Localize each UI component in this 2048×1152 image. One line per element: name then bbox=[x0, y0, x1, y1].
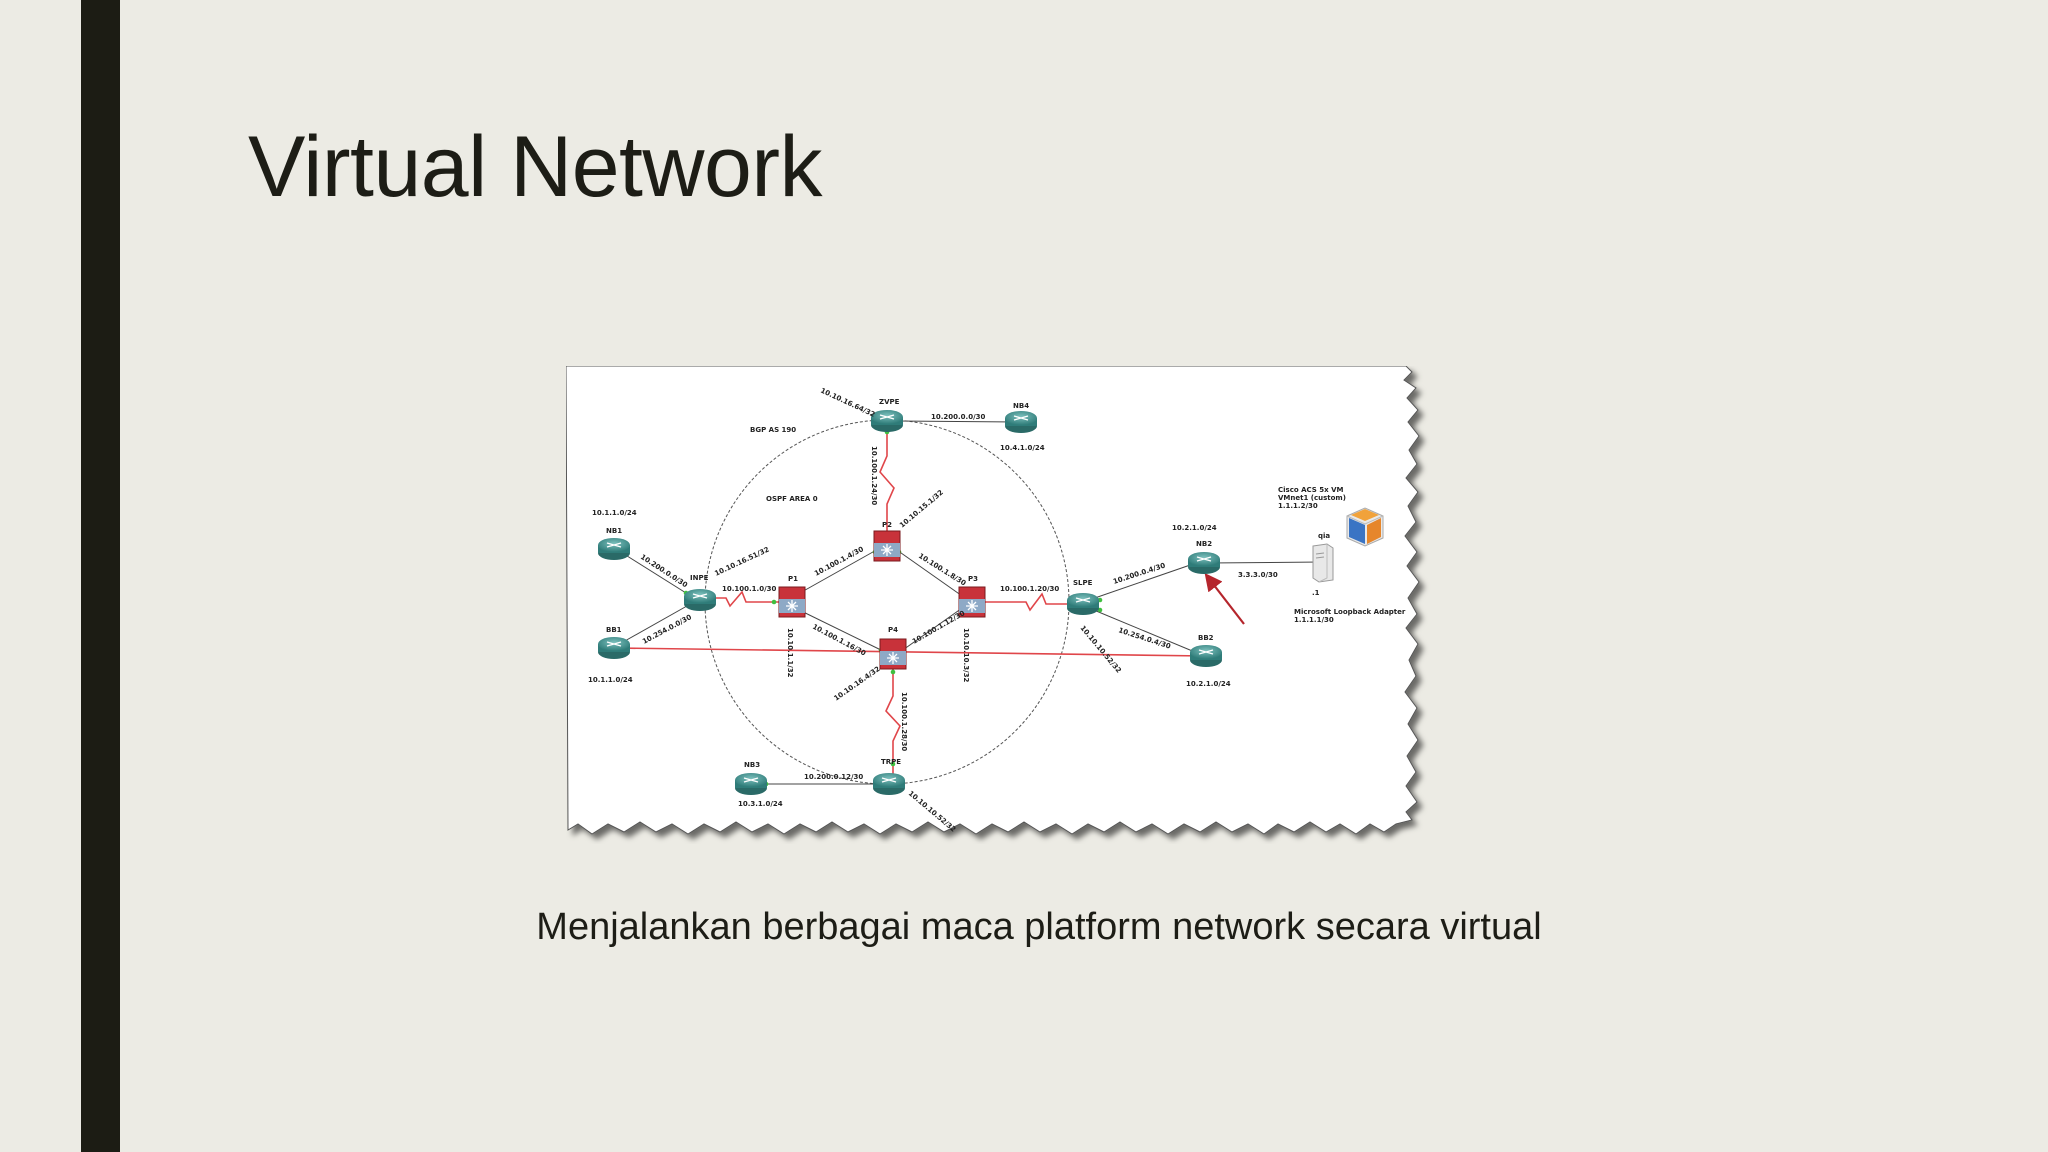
label-node-p2: P2 bbox=[882, 521, 892, 529]
label-node-p1: P1 bbox=[788, 575, 798, 583]
label-p3-down: 10.10.10.3/32 bbox=[962, 628, 970, 682]
router-slpe bbox=[1067, 593, 1099, 615]
router-bb2 bbox=[1190, 645, 1222, 667]
label-bb2-net: 10.2.1.0/24 bbox=[1186, 680, 1231, 688]
vmware-icon bbox=[1346, 507, 1384, 547]
link-bb1-bb2 bbox=[615, 647, 1207, 657]
core-router-p3 bbox=[958, 586, 986, 618]
label-server-ip: .1 bbox=[1312, 589, 1320, 597]
label-node-server: qia bbox=[1318, 532, 1330, 540]
label-node-nb1: NB1 bbox=[606, 527, 622, 535]
slide-title: Virtual Network bbox=[248, 119, 823, 215]
label-nb4-net: 10.4.1.0/24 bbox=[1000, 444, 1045, 452]
label-node-nb3: NB3 bbox=[744, 761, 760, 769]
label-node-slpe: SLPE bbox=[1073, 579, 1093, 587]
link-inpe-p1 bbox=[700, 590, 784, 608]
network-diagram: BGP AS 190 OSPF AREA 0 ZVPE NB4 NB1 BB1 … bbox=[566, 366, 1432, 844]
core-router-p4 bbox=[879, 638, 907, 670]
link-slpe-nb2 bbox=[1088, 562, 1197, 601]
label-zvpe-p2: 10.100.1.24/30 bbox=[870, 446, 878, 505]
router-nb2 bbox=[1188, 552, 1220, 574]
label-p3-slpe: 10.100.1.20/30 bbox=[1000, 585, 1059, 593]
label-zvpe-nb4: 10.200.0.0/30 bbox=[931, 413, 985, 421]
network-diagram-svg: BGP AS 190 OSPF AREA 0 ZVPE NB4 NB1 BB1 … bbox=[566, 366, 1420, 835]
label-nb2-server: 3.3.3.0/30 bbox=[1238, 571, 1278, 579]
label-loopback-2: 1.1.1.1/30 bbox=[1294, 616, 1334, 624]
label-p4-trpe: 10.100.1.28/30 bbox=[900, 692, 908, 751]
label-nb2-net: 10.2.1.0/24 bbox=[1172, 524, 1217, 532]
router-nb4 bbox=[1005, 411, 1037, 433]
label-node-nb4: NB4 bbox=[1013, 402, 1029, 410]
link-zvpe-p2 bbox=[879, 421, 895, 544]
router-inpe bbox=[684, 589, 716, 611]
link-p2-p3 bbox=[893, 547, 966, 599]
router-nb1 bbox=[598, 538, 630, 560]
link-p1-p4 bbox=[790, 605, 886, 653]
label-loopback-1: Microsoft Loopback Adapter bbox=[1294, 608, 1406, 616]
label-ospf-area: OSPF AREA 0 bbox=[766, 495, 818, 503]
label-nb3-trpe: 10.200.0.12/30 bbox=[804, 773, 863, 781]
label-node-inpe: INPE bbox=[690, 574, 709, 582]
link-p1-p2 bbox=[790, 547, 881, 599]
link-slpe-bb2 bbox=[1088, 607, 1203, 656]
label-p1-down: 10.10.1.1/32 bbox=[786, 628, 794, 678]
ethernet-links bbox=[615, 420, 1323, 785]
label-nb3-net: 10.3.1.0/24 bbox=[738, 800, 783, 808]
label-bb1-net: 10.1.1.0/24 bbox=[588, 676, 633, 684]
annotation-arrow bbox=[1204, 573, 1245, 625]
red-links bbox=[615, 421, 1207, 774]
link-nb2-server bbox=[1207, 561, 1323, 564]
label-node-p4: P4 bbox=[888, 626, 898, 634]
label-bgp-area: BGP AS 190 bbox=[750, 426, 796, 434]
torn-paper bbox=[566, 366, 1420, 835]
label-inpe-p1: 10.100.1.0/30 bbox=[722, 585, 776, 593]
label-nb1-net: 10.1.1.0/24 bbox=[592, 509, 637, 517]
label-node-bb2: BB2 bbox=[1198, 634, 1214, 642]
label-node-p3: P3 bbox=[968, 575, 978, 583]
core-router-p2 bbox=[873, 530, 901, 562]
label-acs-note-1: Cisco ACS 5x VM bbox=[1278, 486, 1344, 494]
router-nb3 bbox=[735, 773, 767, 795]
accent-bar bbox=[81, 0, 120, 1152]
link-p4-p3 bbox=[899, 605, 966, 653]
label-node-nb2: NB2 bbox=[1196, 540, 1212, 548]
core-router-p1 bbox=[778, 586, 806, 618]
link-p4-trpe bbox=[885, 662, 901, 774]
server-icon bbox=[1312, 543, 1334, 583]
label-node-trpe: TRPE bbox=[881, 758, 901, 766]
label-node-zvpe: ZVPE bbox=[879, 398, 900, 406]
router-zvpe bbox=[871, 410, 903, 432]
label-acs-note-2: VMnet1 (custom) bbox=[1278, 494, 1346, 502]
link-nb1-inpe bbox=[615, 548, 695, 599]
link-bb1-inpe bbox=[615, 601, 695, 647]
router-bb1 bbox=[598, 637, 630, 659]
slide-caption: Menjalankan berbagai maca platform netwo… bbox=[536, 906, 1542, 948]
link-zvpe-nb4 bbox=[896, 420, 1022, 423]
label-acs-note-3: 1.1.1.2/30 bbox=[1278, 502, 1318, 510]
link-p3-slpe bbox=[972, 592, 1083, 612]
router-trpe bbox=[873, 773, 905, 795]
label-node-bb1: BB1 bbox=[606, 626, 622, 634]
